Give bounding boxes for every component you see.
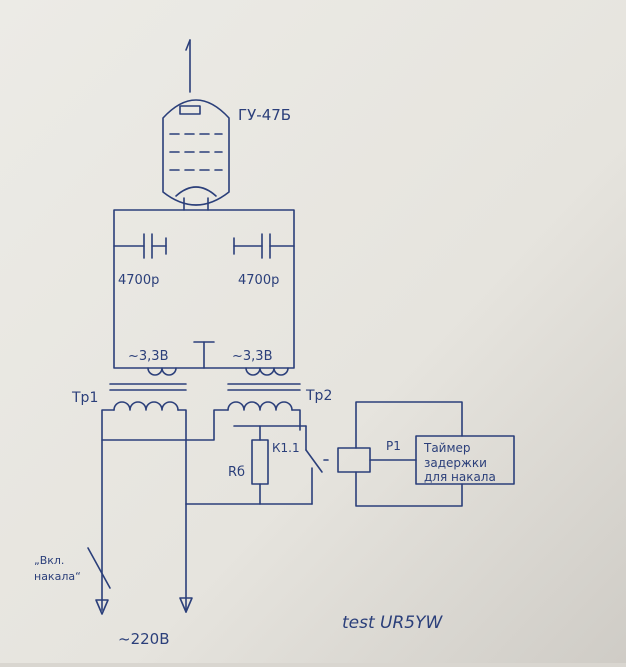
- tr2-primary: [227, 401, 293, 411]
- heater-right-label: ~3,3В: [232, 349, 273, 364]
- signature: test UR5YW: [342, 613, 444, 633]
- wire-relay-bottom: [355, 471, 463, 507]
- mains-label: ~220В: [118, 630, 170, 648]
- plug-left: [95, 599, 109, 615]
- wire-mains-left: [101, 409, 115, 611]
- tube-anode: [179, 105, 201, 115]
- filament-switch: [87, 547, 111, 589]
- switch-label-2: накала“: [34, 570, 81, 583]
- tube-cathode: [175, 186, 217, 197]
- timer-label-2: задержки: [424, 456, 487, 470]
- anode-lead-tip: [185, 39, 191, 51]
- resistor-label: Rб: [228, 465, 245, 480]
- plug-right: [179, 597, 193, 613]
- timer-label-3: для накала: [424, 470, 496, 484]
- tr1-primary: [113, 401, 179, 411]
- wire-tr2-primary-a: [101, 409, 229, 441]
- heater-left-label: ~3,3В: [128, 349, 169, 364]
- relay-contact: [305, 449, 323, 473]
- cap-left-label: 4700р: [118, 273, 159, 288]
- timer-box: [415, 435, 515, 485]
- tr2-label: Тр2: [305, 388, 332, 404]
- timer-label-1: Таймер: [423, 441, 471, 455]
- wire-mains-right: [177, 409, 187, 613]
- tube-envelope: [162, 99, 230, 206]
- tube-label: ГУ-47Б: [238, 106, 291, 124]
- relay-label: Р1: [386, 439, 401, 453]
- tr2-secondary: [245, 367, 289, 376]
- tr1-label: Тр1: [71, 390, 98, 406]
- tr1-secondary: [147, 367, 177, 376]
- switch-label-1: „Вкл.: [34, 554, 64, 567]
- wire-relay-top: [355, 401, 463, 449]
- contact-label: К1.1: [272, 441, 300, 455]
- cap-right-label: 4700р: [238, 273, 279, 288]
- wire-tr2-primary-b: [291, 409, 301, 431]
